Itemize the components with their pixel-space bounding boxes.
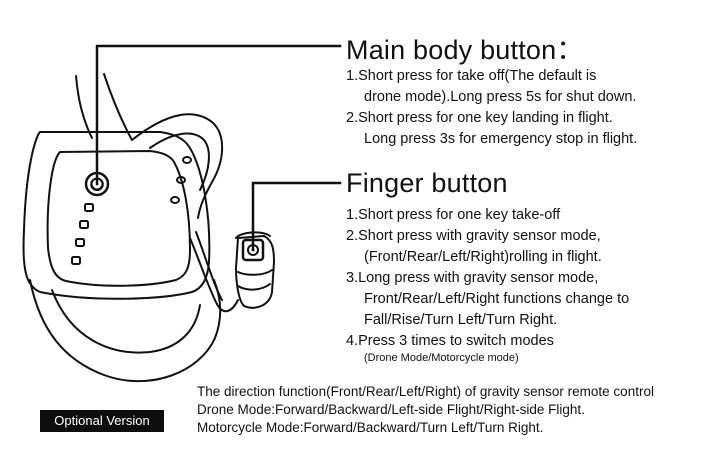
strap-right-inner [149, 132, 210, 191]
strap-upper-edge [103, 73, 133, 141]
strap-lower [29, 279, 222, 383]
finger-ring-band [237, 269, 273, 276]
leader-line-main [95, 44, 342, 186]
cable [189, 237, 239, 313]
main-body-button-title: Main body button： [346, 35, 584, 65]
main-button-instruction: 2.Short press for one key landing in fli… [346, 110, 613, 126]
direction-note: The direction function(Front/Rear/Left/R… [197, 384, 654, 399]
finger-button-instruction: (Front/Rear/Left/Right)rolling in flight… [364, 249, 602, 265]
main-button-instruction: drone mode).Long press 5s for shut down. [364, 89, 637, 105]
strap-hole [182, 156, 192, 164]
finger-button-title: Finger button [346, 168, 508, 198]
device-body [22, 131, 211, 300]
strap-right-outer [131, 113, 224, 219]
strap-upper [75, 75, 93, 139]
finger-button-instruction: 4.Press 3 times to switch modes [346, 333, 554, 349]
strap-lower-inner [51, 289, 201, 354]
finger-button-mode-note: (Drone Mode/Motorcycle mode) [364, 352, 519, 364]
finger-button-instruction: 1.Short press for one key take-off [346, 207, 561, 223]
finger-button-instruction: 2.Short press with gravity sensor mode, [346, 228, 601, 244]
power-icon [90, 180, 104, 192]
direction-note: Motorcycle Mode:Forward/Backward/Turn Le… [197, 420, 544, 435]
finger-button-instruction: Fall/Rise/Turn Left/Turn Right. [364, 312, 558, 328]
strap-hole [170, 196, 180, 204]
indicator-light [84, 203, 94, 212]
optional-version-badge: Optional Version [40, 410, 164, 432]
device-face [46, 150, 191, 287]
main-button-instruction: Long press 3s for emergency stop in flig… [364, 131, 638, 147]
indicator-light [75, 238, 85, 247]
indicator-light [71, 256, 81, 265]
direction-note: Drone Mode:Forward/Backward/Left-side Fl… [197, 402, 585, 417]
finger-ring-top [235, 231, 271, 239]
indicator-light [79, 220, 89, 229]
cable-edge [195, 231, 223, 301]
leader-line-finger [251, 181, 342, 252]
finger-ring-band-lower [237, 283, 271, 291]
finger-button-instruction: 3.Long press with gravity sensor mode, [346, 270, 599, 286]
main-button-instruction: 1.Short press for take off(The default i… [346, 68, 597, 84]
finger-button-instruction: Front/Rear/Left/Right functions change t… [364, 291, 630, 307]
